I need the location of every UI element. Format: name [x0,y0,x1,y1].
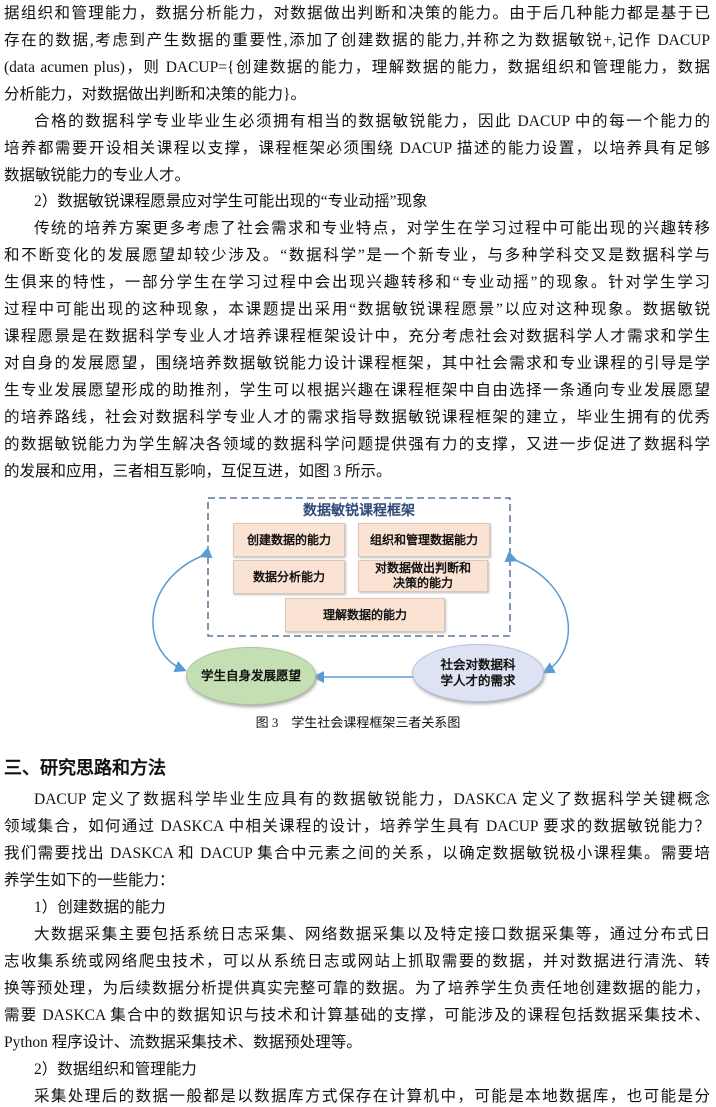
text-line: 据组织和管理能力，数据分析能力，对数据做出判断和决策的能力。由于后几种能力都是基… [4,5,710,22]
arrow-right [504,551,570,674]
text-line: 数据敏锐能力的专业人才。 [4,167,191,184]
text-line: Python 程序设计、流数据采集技术、数据预处理等。 [4,1034,362,1051]
text-line: 大数据采集主要包括系统日志采集、网络数据采集以及特定接口数据采集等，通过分布式日 [34,926,710,943]
text-line: 的数据敏锐能力为学生解决各领域的数据科学问题提供强有力的支撑，又进一步促进了数据… [4,436,710,453]
ability-box: 创建数据的能力 [233,523,345,557]
text-line: 换等预处理，为后续数据分析提供真实完整可靠的数据。为了培养学生负责任地创建数据的… [4,980,710,997]
text-line: 课程愿景是在数据科学专业人才培养课程框架设计中，充分考虑社会对数据科学人才需求和… [4,328,710,345]
text-line: 和不断变化的发展愿望却较少涉及。“数据科学”是一个新专业，与多种学科交叉是数据科… [4,247,710,264]
ability-box: 理解数据的能力 [285,598,445,632]
text-line: 合格的数据科学专业毕业生必须拥有相当的数据敏锐能力，因此 DACUP 中的每一个… [34,113,710,130]
framework-title: 数据敏锐课程框架 [303,502,415,518]
text-line: 分析能力，对数据做出判断和决策的能力}。 [4,86,306,103]
arrow-left [152,546,213,673]
text-line: 培养都需要开设相关课程以支撑，课程框架必须围绕 DACUP 描述的能力设置，以培… [4,140,710,157]
text-line: 的发展和应用，三者相互影响，互促互进，如图 3 所示。 [4,463,392,480]
figure-3-diagram: 数据敏锐课程框架 创建数据的能力 组织和管理数据能力 数据分析能力 对数据做出判… [140,492,580,722]
section-heading: 三、研究思路和方法 [4,758,166,778]
figure-caption: 图 3 学生社会课程框架三者关系图 [255,715,461,730]
text-line: 生专业发展愿望形成的助推剂，学生可以根据兴趣在课程框架中自由选择一条通向专业发展… [4,382,710,399]
text-line: 过程中可能出现的这种现象，本课题提出采用“数据敏锐课程愿景”以应对这种现象。数据… [4,301,710,318]
text-line: 志收集系统或网络爬虫技术，可以从系统日志或网站上抓取需要的数据，并对数据进行清洗… [4,953,710,970]
text-line: 对自身的发展愿望，围绕培养数据敏锐能力设计课程框架，其中社会需求和专业课程的引导… [4,355,710,372]
diagram-lines [152,497,570,683]
text-line: (data acumen plus)，则 DACUP={创建数据的能力，理解数据… [4,59,710,76]
text-line: 需要 DASKCA 集合中的数据知识与技术和计算基础的支撑，可能涉及的课程包括数… [4,1007,710,1024]
ability-box: 对数据做出判断和决策的能力 [358,560,488,592]
ability-box: 数据分析能力 [233,560,345,594]
ability-box: 组织和管理数据能力 [358,523,490,557]
subheading: 1）创建数据的能力 [34,899,166,916]
text-line: 传统的培养方案更多考虑了社会需求和专业特点，对学生在学习过程中可能出现的兴趣转移 [34,220,710,237]
subheading: 2）数据敏锐课程愿景应对学生可能出现的“专业动摇”现象 [34,193,428,210]
student-aspiration-node: 学生自身发展愿望 [186,647,316,705]
text-line: 的培养路线，社会对数据科学专业人才的需求指导数据敏锐课程框架的建立，毕业生拥有的… [4,409,710,426]
subheading: 2）数据组织和管理能力 [34,1061,197,1078]
text-line: 采集处理后的数据一般都是以数据库方式保存在计算机中，可能是本地数据库，也可能是分 [34,1088,710,1105]
text-line: 存在的数据,考虑到产生数据的重要性,添加了创建数据的能力,并称之为数据敏锐+,记… [4,32,710,49]
text-line: 生俱来的特性，一部分学生在学习过程中会出现兴趣转移和“专业动摇”的现象。针对学生… [4,274,710,291]
text-line: 领域集合，如何通过 DASKCA 中相关课程的设计，培养学生具有 DACUP 要… [4,818,710,835]
text-line: DACUP 定义了数据科学毕业生应具有的数据敏锐能力，DASKCA 定义了数据科… [34,791,710,808]
text-line: 我们需要找出 DASKCA 和 DACUP 集合中元素之间的关系，以确定数据敏锐… [4,845,710,862]
society-demand-node: 社会对数据科学人才的需求 [412,644,544,702]
text-line: 养学生如下的一些能力： [4,872,175,889]
